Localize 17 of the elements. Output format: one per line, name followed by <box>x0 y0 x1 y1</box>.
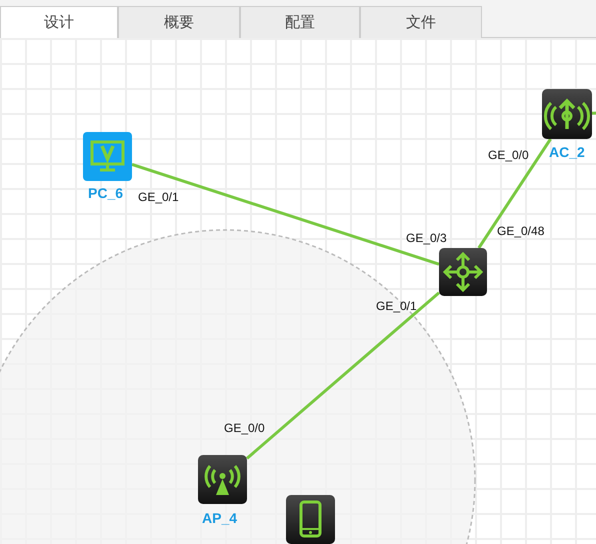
tab: 文件 <box>360 6 482 38</box>
link-line <box>132 163 440 266</box>
port-label: GE_0/1 <box>138 190 179 204</box>
port-label: GE_0/3 <box>406 231 447 245</box>
tab: 设计 <box>0 6 118 38</box>
port-label: GE_0/0 <box>224 421 265 435</box>
device-label: AP_4 <box>202 510 238 526</box>
link-line <box>592 112 596 115</box>
link-line <box>246 292 440 460</box>
link-line <box>478 138 552 249</box>
device-label: PC_6 <box>88 185 124 201</box>
device-label: AC_2 <box>549 144 585 160</box>
tab: 配置 <box>240 6 360 38</box>
port-label: GE_0/0 <box>488 148 529 162</box>
port-label: GE_0/1 <box>376 299 417 313</box>
port-label: GE_0/48 <box>497 224 544 238</box>
tab: 概要 <box>118 6 240 38</box>
